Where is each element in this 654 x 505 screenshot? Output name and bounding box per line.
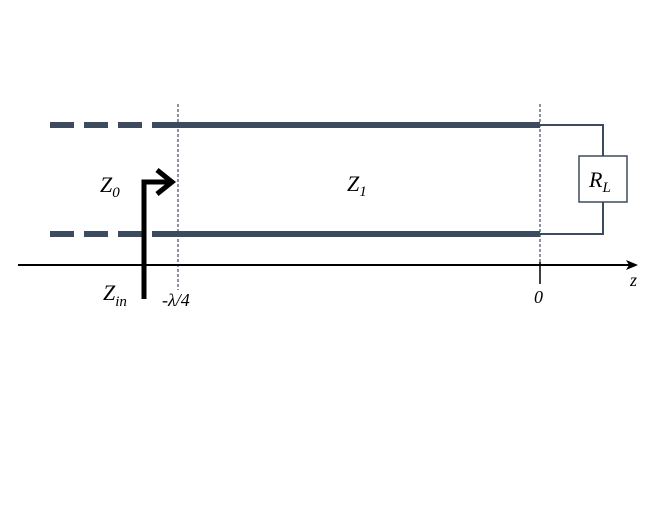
input-impedance-arrow (141, 179, 168, 299)
input-impedance-arrowhead (155, 168, 177, 196)
zin-label: Zin (103, 280, 127, 310)
axis-label-z: z (629, 270, 637, 290)
tick-quarter-wave: -λ/4 (162, 290, 190, 310)
load-wire-top (540, 124, 604, 156)
load-label: RL (588, 167, 611, 196)
load-resistor-box (578, 155, 628, 203)
load-wire-bottom (540, 202, 604, 235)
z1-label: Z1 (347, 171, 367, 200)
tick-zero: 0 (534, 287, 543, 307)
z0-label: Z0 (100, 172, 120, 201)
